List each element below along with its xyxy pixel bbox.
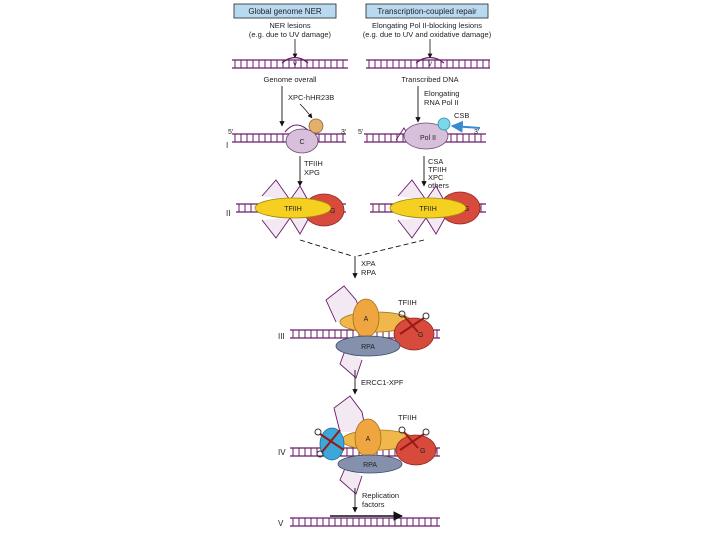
pol-ii-label: Pol II [420,135,436,142]
lesion-tcr-line2: (e.g. due to UV and oxidative damage) [363,30,492,39]
dna-top-global [232,59,348,69]
label-elongating: Elongating [424,89,459,98]
xpg-protein-step-iv-label: G [420,448,425,455]
label-5prime-right: 5' [358,129,363,136]
label-factors: factors [362,500,385,509]
xpg-protein-step-iv [395,434,437,466]
lesion-bulge-tcr [415,56,445,64]
scissors-right-icon [398,426,430,451]
pol-ii-protein [403,122,449,150]
step-ii-label: II [226,209,230,218]
label-others: others [428,181,449,190]
label-xpa: XPA [361,259,375,268]
label-tfiih-tcr: TFIIH [428,165,447,174]
lesion-tcr-line1: Elongating Pol II-blocking lesions [372,21,482,30]
dna-top-tcr [366,59,490,69]
lesion-global-line1: NER lesions [269,21,311,30]
label-ercc1-xpf: ERCC1-XPF [361,378,404,387]
tfiih-ring-global [254,197,332,219]
xpa-protein-step-iii-label: A [364,316,369,323]
header-global-text: Global genome NER [248,7,322,16]
open-bubble-step-iii-bottom [339,347,363,379]
step-iv-label: IV [278,448,286,457]
header-global-box: Global genome NER [233,3,337,19]
csb-ball [437,117,451,131]
header-tcr-text: Transcription-coupled repair [377,7,477,16]
xpf-protein-step-iv [319,427,345,461]
csb-arrow [450,120,481,133]
label-5prime-left: 5' [228,129,233,136]
label-tfiih-global: TFIIH [304,159,323,168]
xpg-protein-step-iii-label: G [418,332,423,339]
open-bubble-step-iv-top [333,395,367,433]
tfiih-ring-tcr-label: TFIIH [419,206,437,213]
label-tfiih-step-iv: TFIIH [398,413,417,422]
dna-step-v [290,517,440,527]
tfiih-ring-global-label: TFIIH [284,206,302,213]
xpc-protein-c [285,128,319,154]
scissors-icon [398,310,430,335]
label-transcribed-dna: Transcribed DNA [401,75,458,84]
open-bubble-bottom-global [261,215,311,239]
lesion-global-line2: (e.g. due to UV damage) [249,30,332,39]
label-csa: CSA [428,157,443,166]
xpg-protein-tcr-label: G [464,206,469,213]
label-csb: CSB [454,111,469,120]
rpa-protein-step-iii-label: RPA [361,344,375,351]
label-xpc-hhr23b: XPC-hHR23B [288,93,334,102]
label-tfiih-step-iii: TFIIH [398,298,417,307]
step-i-label: I [226,141,228,150]
label-rna-pol-ii: RNA Pol II [424,98,459,107]
label-replication: Replication [362,491,399,500]
converge-line-right [357,239,425,257]
rpa-protein-step-iv [337,454,403,474]
rpa-protein-step-iii [335,335,401,357]
step-iii-label: III [278,332,285,341]
arrow-xpc-binding [299,103,313,119]
label-xpg-global: XPG [304,168,320,177]
rpa-protein-step-iv-label: RPA [363,462,377,469]
hhr23b-ball [308,118,324,134]
label-3prime-left: 3' [341,129,346,136]
lesion-mark-tcr: V [428,62,432,68]
open-bubble-bottom-tcr [397,215,447,239]
tfiih-ring-tcr [389,197,467,219]
lesion-bulge-global [281,56,309,64]
xpc-protein-c-label: C [299,139,304,146]
label-xpg-tcr: XPC [428,173,444,182]
converge-line-left [299,239,353,257]
xpg-protein-step-iii [393,317,435,351]
xpg-protein-global-label: G [330,208,335,215]
lesion-mark-global: V [293,62,297,68]
label-rpa: RPA [361,268,376,277]
xpa-protein-step-iv-label: A [366,436,371,443]
step-v-label: V [278,519,284,528]
scissors-left-icon [314,428,345,458]
label-3prime-right: 3' [474,129,479,136]
open-bubble-step-iv-bottom [339,465,363,495]
label-genome-overall: Genome overall [264,75,317,84]
header-tcr-box: Transcription-coupled repair [365,3,489,19]
